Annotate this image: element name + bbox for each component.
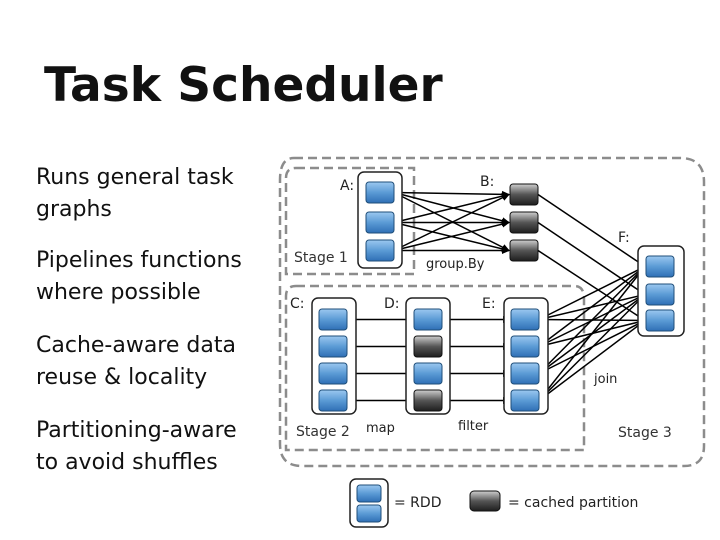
bullet-line: reuse & locality: [36, 365, 208, 390]
stage-label-2: Stage 2: [296, 424, 350, 440]
bullet-partitioning-aware: Partitioning-aware to avoid shuffles: [36, 415, 237, 479]
join-edge: [538, 265, 646, 321]
groupby-edge: [393, 190, 510, 198]
rdd-a-partition: [365, 239, 395, 262]
rdd-label-d: D:: [384, 296, 400, 312]
rdd-d-cached-partition: [413, 335, 443, 358]
bullet-pipelines: Pipelines functions where possible: [36, 245, 242, 309]
rdd-d-partition: [413, 362, 443, 385]
op-label-filter: filter: [458, 419, 489, 434]
bullet-cache-aware: Cache-aware data reuse & locality: [36, 330, 236, 394]
bullet-line: where possible: [36, 280, 201, 305]
join-edge: [538, 265, 646, 401]
bullet-line: Partitioning-aware: [36, 418, 237, 443]
stage-1-boundary: [284, 166, 416, 276]
rdd-label-c: C:: [290, 296, 305, 312]
op-label-map: map: [366, 421, 395, 436]
rdd-c-partition: [318, 308, 348, 331]
op-label-groupby: group.By: [426, 257, 485, 272]
join-edge: [537, 221, 646, 296]
stage-label-1: Stage 1: [294, 250, 348, 266]
rdd-d-cached-partition: [413, 389, 443, 412]
rdd-label-f: F:: [618, 230, 630, 246]
groupby-edge: [393, 191, 510, 225]
rdd-e-partition: [510, 389, 540, 412]
join-edge: [538, 319, 646, 402]
join-edge: [537, 193, 646, 268]
bullet-line: graphs: [36, 197, 112, 222]
op-label-join: join: [593, 372, 617, 387]
rdd-c-partition: [318, 389, 348, 412]
bullet-line: to avoid shuffles: [36, 450, 218, 475]
stage-2-boundary: [284, 284, 586, 452]
rdd-c-partition: [318, 362, 348, 385]
bullet-line: Cache-aware data: [36, 333, 236, 358]
bullet-general-graphs: Runs general task graphs: [36, 162, 234, 226]
groupby-edge: [393, 192, 510, 224]
rdd-d-partition: [413, 308, 443, 331]
groupby-edge: [393, 193, 510, 252]
rdd-e-partition: [510, 362, 540, 385]
bullet-line: Pipelines functions: [36, 248, 242, 273]
legend-partition-icon: [356, 504, 382, 523]
groupby-edge: [393, 220, 510, 252]
legend-cached-text: = cached partition: [508, 495, 638, 511]
rdd-f-partition: [645, 255, 675, 278]
stage-3-boundary: [278, 156, 706, 468]
rdd-label-a: A:: [340, 178, 354, 194]
legend-cached-partition-icon: [469, 490, 501, 512]
rdd-label-e: E:: [482, 296, 496, 312]
rdd-a-partition: [365, 181, 395, 204]
rdd-f-partition: [645, 283, 675, 306]
join-edge: [537, 249, 646, 322]
groupby-edge: [393, 191, 510, 252]
legend-rdd-text: = RDD: [394, 495, 441, 511]
rdd-e-partition: [510, 308, 540, 331]
legend-rdd-container: [349, 478, 389, 528]
legend-partition-icon: [356, 484, 382, 503]
rdd-label-b: B:: [480, 174, 494, 190]
join-edge: [538, 293, 646, 402]
rdd-b-cached-partition: [509, 211, 539, 234]
join-edge: [538, 265, 646, 348]
slide-title: Task Scheduler: [44, 58, 443, 113]
rdd-a-partition: [365, 211, 395, 234]
rdd-f-partition: [645, 309, 675, 332]
rdd-c-partition: [318, 335, 348, 358]
bullet-line: Runs general task: [36, 165, 234, 190]
rdd-e-partition: [510, 335, 540, 358]
rdd-b-cached-partition: [509, 239, 539, 262]
rdd-b-cached-partition: [509, 183, 539, 206]
stage-label-3: Stage 3: [618, 425, 672, 441]
join-edge: [538, 265, 646, 375]
